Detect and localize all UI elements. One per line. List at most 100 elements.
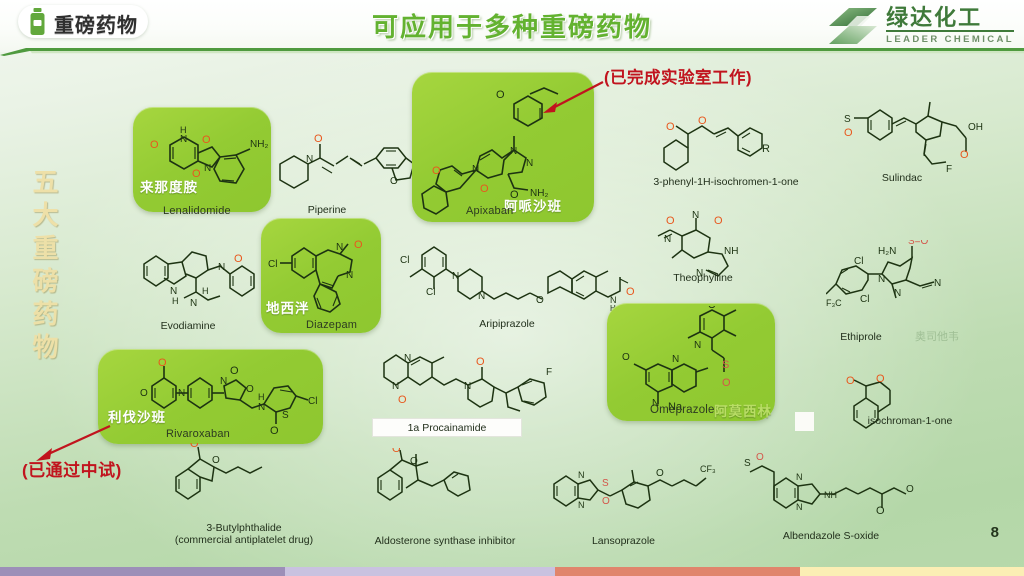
svg-text:NH: NH bbox=[724, 246, 738, 257]
svg-text:O: O bbox=[150, 139, 159, 151]
card-rivaroxaban[interactable] bbox=[98, 349, 323, 444]
svg-text:O: O bbox=[246, 384, 254, 395]
leader-chemical-logo-icon bbox=[829, 8, 878, 44]
svg-text:O: O bbox=[708, 306, 716, 311]
svg-text:NH₂: NH₂ bbox=[530, 188, 548, 199]
procainamide-structure: N N O N O F bbox=[383, 353, 552, 412]
apixaban-structure: O N N N O O O NH₂ bbox=[421, 87, 559, 215]
svg-text:N: N bbox=[218, 262, 225, 273]
svg-text:O: O bbox=[666, 121, 675, 133]
svg-text:NH₂: NH₂ bbox=[250, 139, 268, 150]
piperine-structure: O N O O bbox=[279, 133, 420, 189]
svg-text:N: N bbox=[796, 502, 803, 512]
svg-text:S: S bbox=[602, 478, 609, 489]
svg-text:O: O bbox=[202, 134, 211, 146]
molecule-label-aripiprazole: Aripiprazole bbox=[479, 318, 535, 330]
svg-text:N: N bbox=[664, 234, 671, 245]
header-divider-rule bbox=[0, 48, 1024, 56]
svg-text:O: O bbox=[476, 356, 485, 368]
svg-text:N: N bbox=[464, 381, 471, 392]
card-diazepam[interactable] bbox=[261, 218, 381, 333]
svg-text:N: N bbox=[178, 388, 185, 399]
svg-text:N: N bbox=[934, 278, 941, 289]
company-logo: 绿达化工 LEADER CHEMICAL bbox=[827, 4, 1014, 48]
svg-text:O: O bbox=[756, 452, 764, 463]
card-apixaban[interactable] bbox=[412, 72, 594, 222]
svg-text:Cl: Cl bbox=[268, 259, 277, 270]
svg-text:N: N bbox=[258, 402, 265, 413]
svg-text:O: O bbox=[844, 127, 853, 139]
strip-segment-3 bbox=[555, 567, 800, 576]
svg-text:Cl: Cl bbox=[426, 287, 435, 298]
molecule-label-butylphthalide-sub: (commercial antiplatelet drug) bbox=[174, 534, 314, 546]
molecule-label-ethiprole: Ethiprole bbox=[840, 331, 882, 343]
svg-text:N: N bbox=[170, 286, 177, 297]
card-diazepam-cn-label: 地西泮 bbox=[266, 301, 310, 316]
svg-text:O: O bbox=[432, 165, 441, 177]
lansoprazole-structure: N N S O O CF₃ bbox=[553, 464, 716, 510]
svg-text:O: O bbox=[698, 115, 707, 127]
svg-text:O: O bbox=[510, 189, 519, 201]
svg-text:Cl: Cl bbox=[308, 396, 317, 407]
svg-text:O: O bbox=[398, 394, 407, 406]
svg-text:N: N bbox=[652, 398, 659, 409]
svg-text:H₂N: H₂N bbox=[878, 246, 896, 257]
svg-text:O: O bbox=[314, 133, 323, 145]
svg-text:O: O bbox=[212, 455, 220, 466]
omeprazole-structure: O N O N S O N Na bbox=[622, 306, 737, 413]
slide-title: 可应用于多种重磅药物 bbox=[371, 12, 652, 42]
svg-text:N: N bbox=[336, 242, 343, 253]
vertical-section-title: 五大重磅药物 bbox=[29, 168, 59, 366]
svg-text:O: O bbox=[876, 505, 885, 517]
svg-text:N: N bbox=[692, 210, 699, 221]
white-placeholder-square bbox=[795, 412, 814, 431]
svg-text:N: N bbox=[306, 154, 313, 165]
header-badge-label: 重磅药物 bbox=[54, 15, 138, 37]
svg-text:Cl: Cl bbox=[854, 256, 863, 267]
svg-text:F: F bbox=[546, 367, 552, 378]
svg-text:N: N bbox=[578, 500, 585, 510]
svg-text:O: O bbox=[190, 443, 199, 450]
svg-text:N: N bbox=[796, 472, 803, 482]
svg-text:O: O bbox=[656, 468, 664, 479]
svg-text:O: O bbox=[234, 253, 243, 265]
svg-text:O: O bbox=[480, 183, 489, 195]
svg-text:N: N bbox=[694, 340, 701, 351]
strip-segment-4 bbox=[800, 567, 1024, 576]
evodiamine-structure: N H H N N O bbox=[143, 251, 255, 309]
molecule-label-procainamide: 1a Procainamide bbox=[407, 421, 487, 434]
svg-text:O: O bbox=[158, 357, 167, 369]
svg-text:O: O bbox=[622, 352, 630, 363]
svg-text:H: H bbox=[180, 125, 187, 135]
svg-text:O: O bbox=[230, 365, 239, 377]
svg-text:O: O bbox=[536, 295, 544, 306]
svg-text:O: O bbox=[846, 375, 855, 387]
svg-text:N: N bbox=[220, 376, 227, 387]
svg-text:N: N bbox=[190, 298, 197, 309]
lenalidomide-structure: H N O O O N NH₂ bbox=[150, 125, 268, 184]
rivaroxaban-structure: O O N N O O H N O S Cl bbox=[140, 357, 317, 437]
molecule-label-sulindac: Sulindac bbox=[881, 172, 923, 184]
svg-text:O: O bbox=[392, 448, 401, 455]
svg-text:O: O bbox=[714, 215, 723, 227]
substituent-R: R bbox=[762, 143, 770, 155]
svg-text:F₃C: F₃C bbox=[826, 298, 842, 308]
card-lenalidomide-en-label: Lenalidomide bbox=[163, 205, 231, 217]
svg-text:O: O bbox=[390, 176, 398, 187]
theophylline-structure: N O O N NH N bbox=[657, 210, 738, 279]
svg-text:Cl: Cl bbox=[400, 255, 409, 266]
svg-text:N: N bbox=[510, 146, 517, 157]
molecule-label-theophylline: Theophylline bbox=[673, 272, 733, 284]
svg-text:S: S bbox=[722, 359, 729, 371]
molecule-label-lansoprazole: Lansoprazole bbox=[591, 535, 656, 547]
svg-text:O: O bbox=[602, 496, 610, 507]
svg-text:N: N bbox=[894, 288, 901, 299]
svg-text:O: O bbox=[722, 377, 731, 389]
svg-text:O: O bbox=[496, 89, 505, 101]
card-lenalidomide[interactable] bbox=[133, 107, 271, 212]
procainamide-label-box: 1a Procainamide bbox=[372, 418, 522, 437]
aldosterone-inhibitor-structure: O O bbox=[377, 448, 471, 501]
svg-text:N: N bbox=[478, 291, 485, 302]
card-omeprazole[interactable] bbox=[607, 303, 775, 421]
svg-text:F: F bbox=[946, 164, 952, 175]
